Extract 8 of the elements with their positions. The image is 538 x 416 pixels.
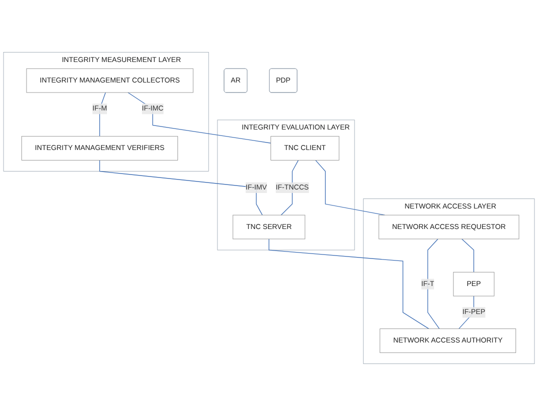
connector xyxy=(462,238,474,272)
connector xyxy=(99,160,263,216)
connector xyxy=(315,160,386,216)
connector xyxy=(128,92,272,144)
connector xyxy=(99,92,106,137)
connector xyxy=(268,238,430,330)
connector xyxy=(458,296,474,330)
connector xyxy=(427,238,440,330)
